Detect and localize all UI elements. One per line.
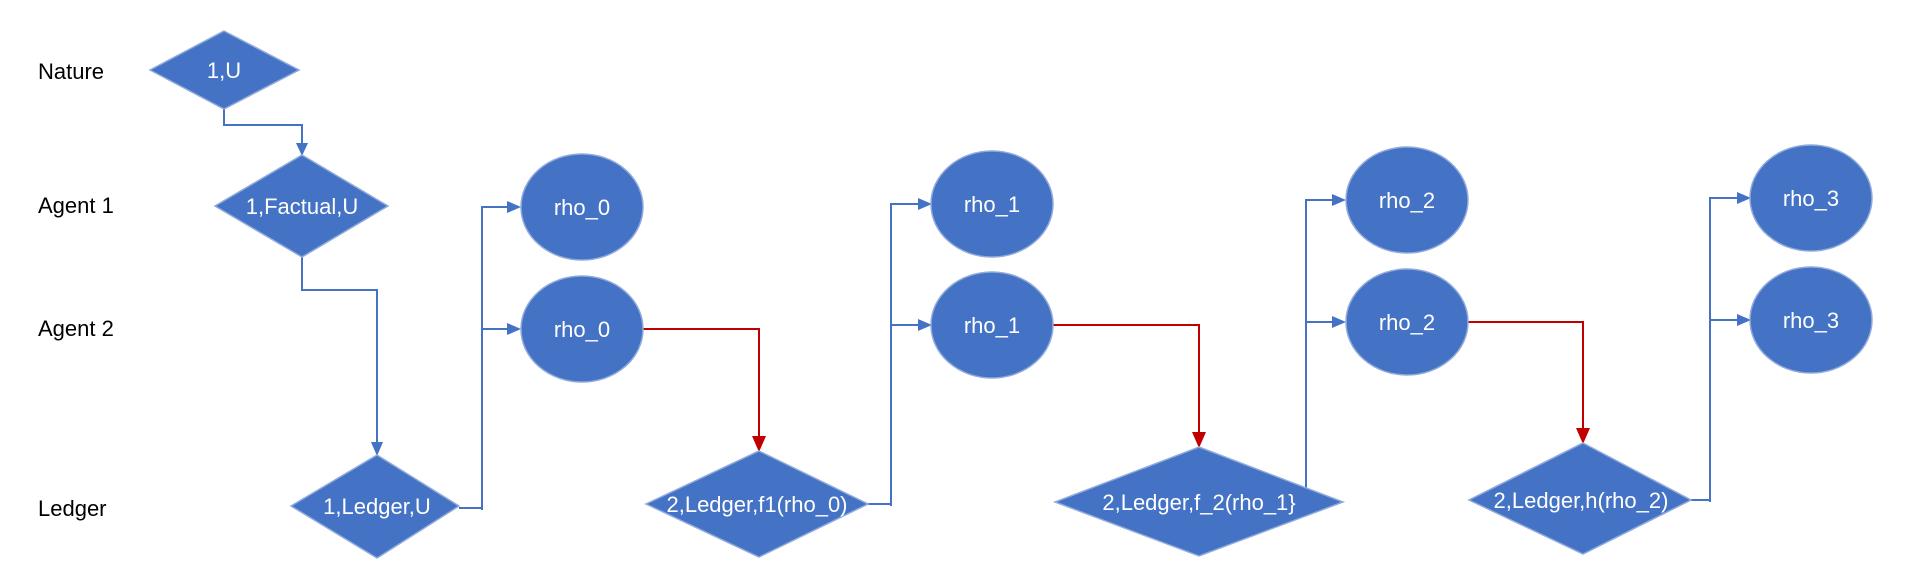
diamond-agent1-label: 1,Factual,U <box>246 194 359 219</box>
arrowhead-ledger1 <box>371 442 383 456</box>
arrowhead-rho0-a2 <box>507 323 521 335</box>
arrowhead-rho2-a1 <box>1332 194 1346 206</box>
edge-rho2-to-ledger4 <box>1466 321 1584 429</box>
diamond-ledger-2: 2,Ledger,f1(rho_0) <box>644 450 870 558</box>
diamond-ledger-3-label: 2,Ledger,f_2(rho_1} <box>1102 490 1295 515</box>
arrowhead-rho3-a1 <box>1737 192 1751 204</box>
bracket-ledger2 <box>868 203 919 506</box>
arrowhead-ledger4 <box>1576 428 1590 444</box>
ellipse-rho0-agent2-label: rho_0 <box>554 317 610 342</box>
arrowhead-ledger3 <box>1192 432 1206 448</box>
arrowhead-rho0-a1 <box>507 201 521 213</box>
red-connectors <box>642 321 1590 452</box>
bracket-ledger1 <box>459 206 508 510</box>
ellipse-rho3-agent1-label: rho_3 <box>1783 186 1839 211</box>
diamond-ledger-1: 1,Ledger,U <box>289 454 461 559</box>
ellipse-rho1-agent2-label: rho_1 <box>964 313 1020 338</box>
diamond-nature-label: 1,U <box>207 58 241 83</box>
ellipse-rho2-agent1-label: rho_2 <box>1379 188 1435 213</box>
arrowhead-agent1 <box>296 143 308 156</box>
bracket-ledger3 <box>1305 199 1333 491</box>
arrowhead-ledger2 <box>752 436 766 452</box>
arrowhead-rho1-a2 <box>918 319 932 331</box>
bracket-ledger4 <box>1691 197 1738 502</box>
diamond-ledger-4-label: 2,Ledger,h(rho_2) <box>1494 488 1669 513</box>
ellipse-rho3-agent2: rho_3 <box>1749 266 1873 374</box>
diamond-nature: 1,U <box>148 30 301 110</box>
edge-rho1-to-ledger3 <box>1052 324 1200 433</box>
blue-connectors <box>223 109 1751 510</box>
ellipse-rho1-agent1-label: rho_1 <box>964 192 1020 217</box>
diamond-agent1-factual: 1,Factual,U <box>213 154 390 258</box>
ellipse-rho1-agent2: rho_1 <box>930 271 1054 379</box>
ellipse-rho0-agent2: rho_0 <box>520 275 644 383</box>
ellipse-rho0-agent1: rho_0 <box>520 153 644 261</box>
row-label-agent2: Agent 2 <box>38 316 114 341</box>
ellipse-rho3-agent1: rho_3 <box>1749 144 1873 252</box>
ellipse-rho2-agent2: rho_2 <box>1345 268 1469 376</box>
edge-rho0-to-ledger2 <box>642 328 760 437</box>
diamond-ledger-3: 2,Ledger,f_2(rho_1} <box>1052 446 1346 557</box>
ellipse-rho1-agent1: rho_1 <box>930 150 1054 258</box>
ellipse-rho2-agent1: rho_2 <box>1345 146 1469 254</box>
diamond-ledger-2-label: 2,Ledger,f1(rho_0) <box>666 492 847 517</box>
arrowhead-rho2-a2 <box>1332 316 1346 328</box>
row-label-nature: Nature <box>38 59 104 84</box>
ellipse-rho2-agent2-label: rho_2 <box>1379 310 1435 335</box>
edge-nature-to-agent1 <box>223 109 303 144</box>
diamond-ledger-4: 2,Ledger,h(rho_2) <box>1467 442 1693 555</box>
diamond-ledger-1-label: 1,Ledger,U <box>323 494 431 519</box>
row-label-ledger: Ledger <box>38 496 107 521</box>
row-label-agent1: Agent 1 <box>38 193 114 218</box>
ellipse-rho0-agent1-label: rho_0 <box>554 195 610 220</box>
arrowhead-rho1-a1 <box>918 198 932 210</box>
ellipse-rho3-agent2-label: rho_3 <box>1783 308 1839 333</box>
edge-agent1-to-ledger1 <box>301 257 378 443</box>
arrowhead-rho3-a2 <box>1737 314 1751 326</box>
